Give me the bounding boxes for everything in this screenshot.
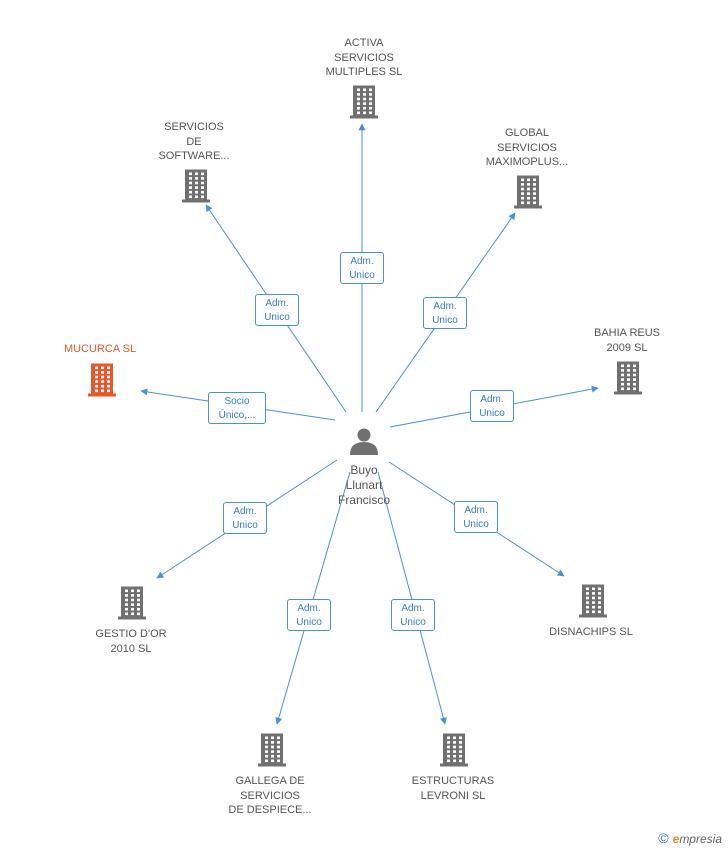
edge-label-disnachips: Adm.Unico (454, 501, 498, 533)
building-icon[interactable] (118, 586, 146, 620)
building-icon[interactable] (258, 733, 286, 767)
brand-name: empresia (672, 832, 722, 846)
building-icon[interactable] (88, 363, 116, 397)
edge-label-activa: Adm.Unico (340, 252, 384, 284)
edge-gallega (275, 471, 351, 725)
copyright-symbol: © (658, 830, 669, 846)
company-label-mucurca[interactable]: MUCURCA SL (63, 343, 137, 355)
building-icon[interactable] (514, 175, 542, 209)
edge-label-servicios-software: Adm.Unico (255, 294, 299, 326)
building-icon[interactable] (350, 85, 378, 119)
company-label-disnachips[interactable]: DISNACHIPS SL (549, 626, 633, 638)
edge-label-bahia: Adm.Unico (470, 390, 514, 422)
building-icon[interactable] (182, 169, 210, 203)
building-icon[interactable] (440, 733, 468, 767)
building-icon[interactable] (579, 584, 607, 618)
person-icon[interactable] (350, 428, 378, 456)
edge-label-estructuras: Adm.Unico (391, 599, 435, 631)
footer-brand[interactable]: ©empresia (658, 830, 722, 846)
building-icon[interactable] (614, 361, 642, 395)
edge-estructuras (377, 471, 447, 725)
edge-label-gallega: Adm.Unico (287, 599, 331, 631)
edge-label-gestio: Adm.Unico (223, 502, 267, 534)
edge-label-global: Adm.Unico (423, 297, 467, 329)
